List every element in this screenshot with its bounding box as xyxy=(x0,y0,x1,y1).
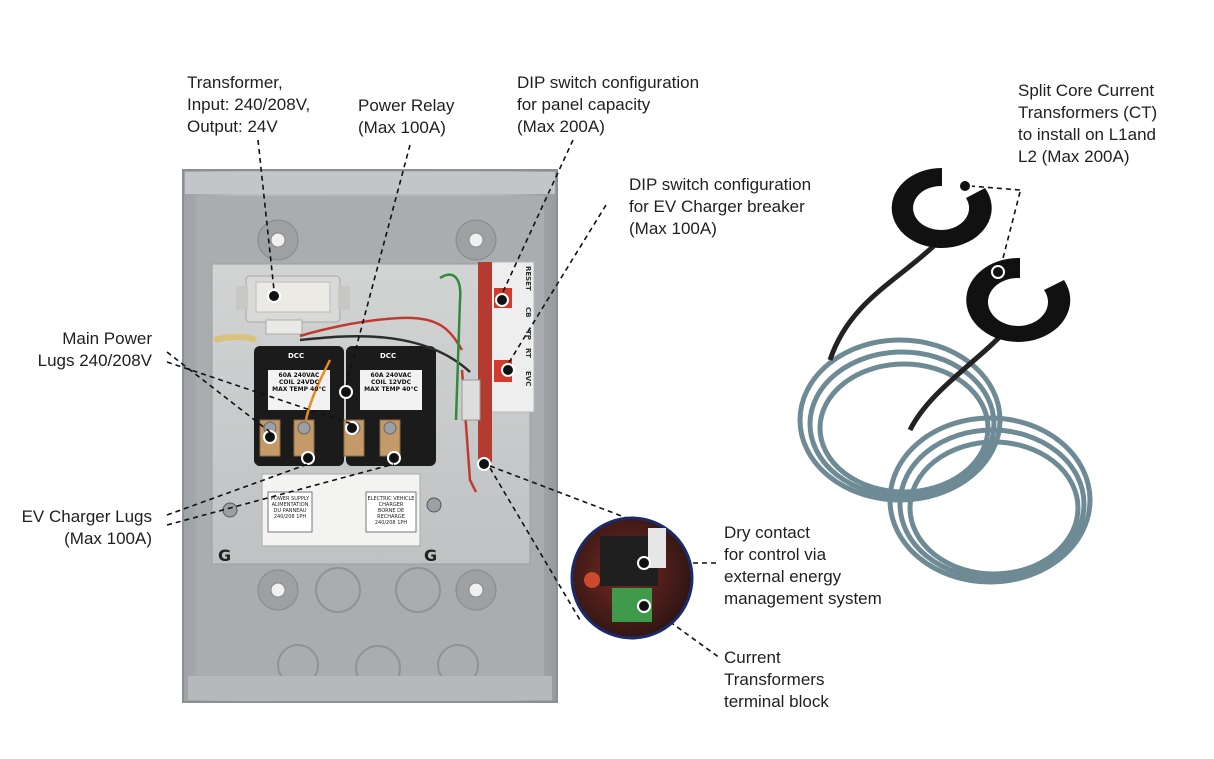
callout-dots xyxy=(263,289,515,471)
callout-dry-contact-line-2: for control via xyxy=(724,545,827,564)
callout-ct-block-line-1: Current xyxy=(724,648,781,667)
relay-2-line-1: 60A 240VAC xyxy=(370,372,412,379)
panel-left-line-2: ALIMENTATION xyxy=(271,502,309,508)
callout-power-relay: Power Relay (Max 100A) xyxy=(358,95,454,139)
panel-label-right: ELECTRIC VEHICLE CHARGER BORNE DE RECHAR… xyxy=(367,496,415,526)
board-cb-label: CB xyxy=(524,307,532,318)
ground-screws xyxy=(222,497,442,518)
internal-wiring xyxy=(213,273,478,493)
callout-dip-panel-line-3: (Max 200A) xyxy=(517,117,605,136)
board-tp-label: TP xyxy=(524,330,532,341)
callout-dip-ev-line-2: for EV Charger breaker xyxy=(629,197,805,216)
panel-right-line-3: BORNE DE RECHARGE xyxy=(377,508,405,520)
callout-transformer-line-2: Input: 240/208V, xyxy=(187,95,311,114)
lug-label-panel xyxy=(261,473,421,547)
callout-ev-lugs-line-2: (Max 100A) xyxy=(64,529,152,548)
ct-core-2 xyxy=(966,257,1071,342)
panel-right-line-4: 240/208 1PH xyxy=(374,520,408,526)
callout-dry-contact-line-4: management system xyxy=(724,589,882,608)
panel-left-line-4: 240/208 1PH xyxy=(273,514,307,520)
callout-ct-block-line-2: Transformers xyxy=(724,670,825,689)
relay-1-line-2: COIL 24VDC xyxy=(278,379,320,386)
relay-1-line-3: MAX TEMP 40°C xyxy=(272,386,326,393)
callout-split-core: Split Core Current Transformers (CT) to … xyxy=(1018,80,1157,168)
callout-main-lugs-line-1: Main Power xyxy=(62,329,152,348)
panel-left-line-1: POWER SUPPLY xyxy=(270,496,310,502)
relay-2-line-2: COIL 12VDC xyxy=(370,379,412,386)
leader-lines xyxy=(166,139,1021,659)
panel-right-line-2: CHARGER xyxy=(378,502,404,508)
board-evc-label: EVC xyxy=(524,370,532,387)
callout-dip-ev: DIP switch configuration for EV Charger … xyxy=(629,174,811,240)
terminal-inset xyxy=(570,516,694,640)
relay-1-brand: DCC xyxy=(288,352,305,360)
relay-2-brand: DCC xyxy=(380,352,397,360)
relay-2 xyxy=(346,346,436,466)
relay-2-label: 60A 240VAC COIL 12VDC MAX TEMP 40°C xyxy=(362,372,420,393)
callout-ct-block-line-3: terminal block xyxy=(724,692,829,711)
callout-main-lugs: Main Power Lugs 240/208V xyxy=(10,328,152,372)
callout-split-core-line-1: Split Core Current xyxy=(1018,81,1155,100)
board-labels: RESET CB TP RT EVC xyxy=(516,266,532,386)
callout-transformer-line-3: Output: 24V xyxy=(187,117,278,136)
callout-dry-contact-line-3: external energy xyxy=(724,567,842,586)
callout-split-core-line-2: Transformers (CT) xyxy=(1018,103,1158,122)
panel-right-line-1: ELECTRIC VEHICLE xyxy=(367,496,415,502)
callout-split-core-line-4: L2 (Max 200A) xyxy=(1018,147,1130,166)
panel-left-line-3: DU PANNEAU xyxy=(273,508,307,514)
callout-ev-lugs: EV Charger Lugs (Max 100A) xyxy=(0,506,152,550)
callout-split-core-line-3: to install on L1and xyxy=(1018,125,1156,144)
relay-1-line-1: 60A 240VAC xyxy=(278,372,320,379)
callout-dip-ev-line-3: (Max 100A) xyxy=(629,219,717,238)
callout-dip-panel: DIP switch configuration for panel capac… xyxy=(517,72,699,138)
callout-dip-panel-line-2: for panel capacity xyxy=(517,95,651,114)
callout-dip-panel-line-1: DIP switch configuration xyxy=(517,73,700,92)
callout-transformer-line-1: Transformer, xyxy=(187,73,283,92)
relay-1-label: 60A 240VAC COIL 24VDC MAX TEMP 40°C xyxy=(270,372,328,393)
ct-core-1 xyxy=(891,167,992,248)
relay-2-line-3: MAX TEMP 40°C xyxy=(364,386,418,393)
callout-transformer: Transformer, Input: 240/208V, Output: 24… xyxy=(187,72,310,138)
callout-ct-block: Current Transformers terminal block xyxy=(724,647,829,713)
callout-power-relay-line-1: Power Relay xyxy=(358,96,455,115)
callout-dip-ev-line-1: DIP switch configuration xyxy=(629,175,812,194)
panel-label-left: POWER SUPPLY ALIMENTATION DU PANNEAU 240… xyxy=(269,496,311,520)
callout-main-lugs-line-2: Lugs 240/208V xyxy=(37,351,152,370)
callout-dry-contact-line-1: Dry contact xyxy=(724,523,810,542)
callout-dry-contact: Dry contact for control via external ene… xyxy=(724,522,882,610)
ground-label-left: G xyxy=(218,546,232,565)
board-rt-label: RT xyxy=(524,348,532,359)
callout-power-relay-line-2: (Max 100A) xyxy=(358,118,446,137)
board-reset-label: RESET xyxy=(524,266,532,291)
ground-label-right: G xyxy=(424,546,438,565)
callout-ev-lugs-line-1: EV Charger Lugs xyxy=(21,507,152,526)
ct-cables xyxy=(797,238,1093,585)
